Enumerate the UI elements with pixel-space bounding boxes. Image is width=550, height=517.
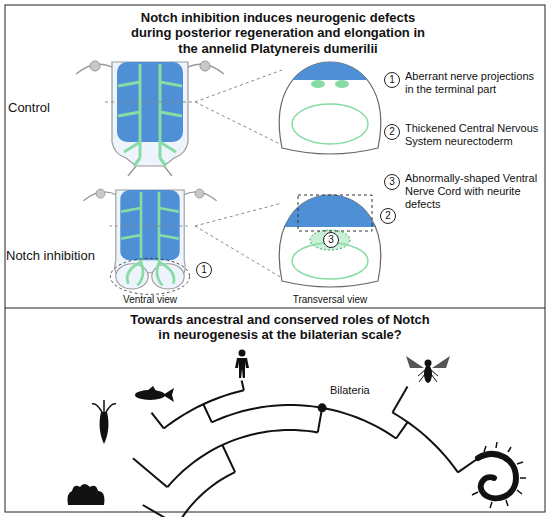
tree-branch [396,422,407,438]
section-control [270,60,390,154]
frame [5,5,545,512]
tree-branch [222,445,235,472]
tree-branch [393,386,408,412]
callout-number: 2 [380,208,396,224]
callout-number: 3 [323,232,339,248]
fly-icon [406,356,450,383]
tree-branch [167,430,317,487]
callout-number: 3 [384,174,400,190]
clade-label: Bilateria [330,384,410,397]
tree-branch [393,412,458,472]
view-label: Ventral view [100,294,200,306]
legend-text: Thickened Central Nervous System neurect… [405,122,539,148]
fish-icon [135,386,174,402]
title: Notch inhibition induces neurogenic defe… [128,10,428,56]
tree-branch [177,472,235,517]
worm-control [76,61,224,176]
tree-branch [133,458,167,487]
section-heading: Towards ancestral and conserved roles of… [125,312,435,343]
tree-branch [143,505,178,517]
node-dot [318,403,327,412]
tree-branch [458,455,483,472]
legend-text: Aberrant nerve projections in the termin… [405,70,539,96]
legend-text: Abnormally-shaped Ventral Nerve Cord wit… [405,172,539,211]
divider [5,308,545,309]
group-label: Control [8,100,88,115]
section-notch [270,193,390,287]
callout-number: 1 [196,262,212,278]
phylogeny-tree [133,381,483,517]
taxon-silhouettes [68,350,527,509]
annelid-icon [472,442,526,508]
sponge-icon [68,484,105,505]
callout-number: 1 [384,72,400,88]
cnidarian-icon [92,400,116,444]
tree-branch [151,413,163,429]
tree-branch [212,405,396,438]
callout-number: 2 [384,124,400,140]
worm-notch [83,189,216,294]
tree-branch [164,390,244,428]
human-icon [235,350,249,379]
tree-branch [242,381,244,391]
tree-branch [203,404,211,422]
group-label: Notch inhibition [6,248,110,263]
view-label: Transversal view [270,294,390,306]
